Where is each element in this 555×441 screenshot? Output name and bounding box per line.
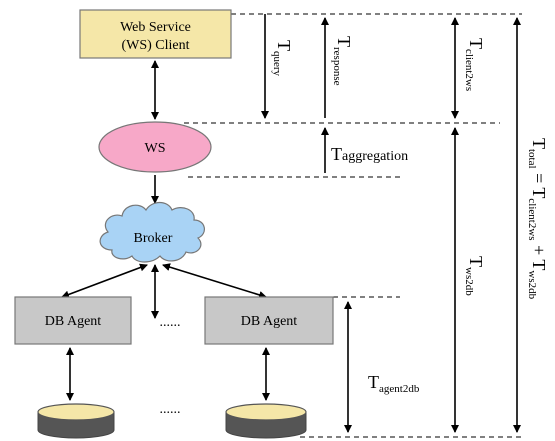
label-t-query: Tquery [271, 40, 294, 77]
label-t-ws2db: Tws2db [463, 256, 486, 296]
db-agent-left: DB Agent [14, 296, 132, 345]
ws-node: WS [98, 121, 212, 173]
broker-label: Broker [134, 231, 173, 246]
ws-client-rect [79, 9, 232, 59]
ws-ellipse [98, 121, 212, 173]
label-t-aggregation: Taggregation [331, 144, 408, 164]
db-agent-left-rect [14, 296, 132, 345]
ellipsis-agents: ...... [160, 315, 181, 330]
broker-cloud [99, 201, 205, 263]
ws-client-line2: (WS) Client [121, 38, 189, 53]
ellipsis-dbs: ...... [160, 402, 181, 417]
label-t-response: Tresponse [331, 36, 354, 86]
agent-db-arrows [66, 347, 270, 401]
ws-client-box: Web Service (WS) Client [79, 9, 232, 59]
label-t-agent2db: Tagent2db [368, 372, 420, 395]
db-agent-left-label: DB Agent [45, 314, 102, 329]
broker-agent-arrows [61, 263, 267, 319]
guide-lines [184, 13, 522, 438]
ws-client-line1: Web Service [120, 20, 191, 35]
broker-node: Broker [99, 201, 205, 263]
database-left [37, 403, 115, 439]
db-agent-right-rect [204, 296, 334, 345]
arrow-broker-agent-right [162, 263, 267, 299]
db-agent-right-label: DB Agent [241, 314, 298, 329]
db-agent-right: DB Agent [204, 296, 334, 345]
label-t-total: Ttotal = Tclient2ws + Tws2db [526, 138, 549, 300]
arrow-broker-agent-left [61, 263, 148, 299]
timing-arrows [261, 14, 521, 433]
database-left-top [37, 403, 115, 421]
database-right [225, 403, 307, 439]
database-right-top [225, 403, 307, 421]
label-t-client2ws: Tclient2ws [463, 38, 486, 91]
ws-label: WS [145, 141, 166, 156]
